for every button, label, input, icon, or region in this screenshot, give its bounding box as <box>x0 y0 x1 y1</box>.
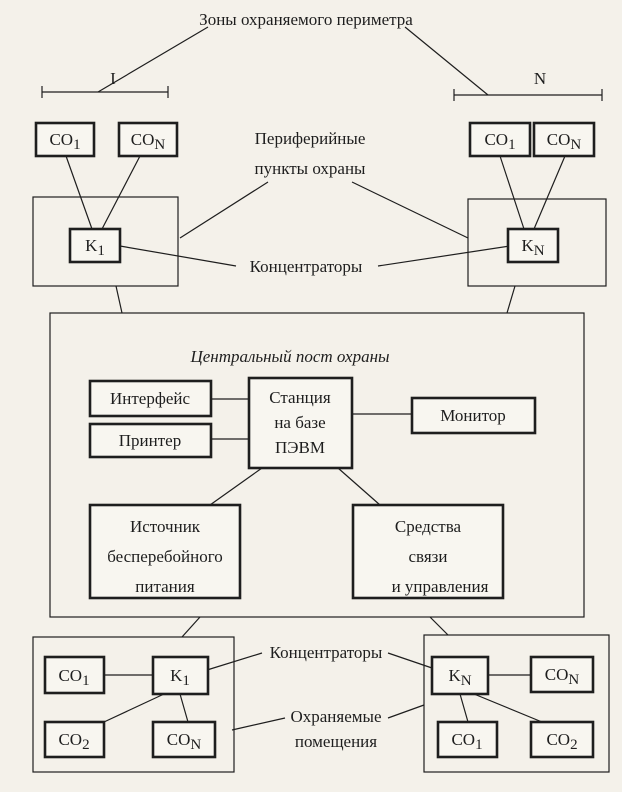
ups-label-line2: бесперебойного <box>107 547 223 566</box>
sensor-box-co2-bottom-right <box>529 720 595 759</box>
diagram-title: Зоны охраняемого периметра <box>199 10 413 29</box>
concentrators-label-bottom: Концентраторы <box>270 643 383 662</box>
protected-label-line2: помещения <box>295 732 377 751</box>
sensor-box-co1-top-left <box>34 121 96 158</box>
sensor-label-con-bottom-left: CON <box>167 730 202 753</box>
sensor-box-co2-bottom-left <box>43 720 106 759</box>
station-box <box>247 376 354 470</box>
station-label-line2: на базе <box>274 413 325 432</box>
zone-first-label: I <box>110 69 116 88</box>
central-post-title: Центральный пост охраны <box>189 347 389 366</box>
interface-label: Интерфейс <box>110 389 191 408</box>
comms-label-line2: связи <box>409 547 448 566</box>
ups-label-line3: питания <box>135 577 195 596</box>
monitor-box <box>410 396 537 435</box>
zone-ruler-last <box>453 89 603 101</box>
sensor-box-con-top-left <box>117 121 179 158</box>
station-label-line1: Станция <box>269 388 331 407</box>
zone-last-label: N <box>534 69 546 88</box>
printer-label: Принтер <box>119 431 181 450</box>
sensor-label-co1-top-right: CO1 <box>484 130 515 153</box>
concentrator-box-kn-top <box>506 227 560 264</box>
ups-box <box>88 503 242 600</box>
station-label-line3: ПЭВМ <box>275 438 325 457</box>
sensor-label-con-top-right: CON <box>547 130 582 153</box>
concentrator-label-kn-top: KN <box>521 236 544 259</box>
sensor-label-con-top-left: CON <box>131 130 166 153</box>
sensor-label-co1-bottom-right: CO1 <box>451 730 482 753</box>
protected-label-line1: Охраняемые <box>290 707 381 726</box>
concentrators-label-top: Концентраторы <box>250 257 363 276</box>
concentrator-box-k1-bottom <box>151 655 210 696</box>
sensor-box-co1-bottom-left <box>43 655 106 695</box>
printer-box <box>88 422 213 459</box>
room-box-right <box>423 634 610 773</box>
sensor-box-co1-top-right <box>468 121 532 158</box>
zone-ruler-first <box>41 86 169 98</box>
concentrator-box-k1-top <box>68 227 122 264</box>
zone-first-box <box>32 196 179 287</box>
sensor-label-co1-top-left: CO1 <box>49 130 80 153</box>
room-box-left <box>32 636 235 773</box>
sensor-box-co1-bottom-right <box>436 720 499 759</box>
peripheral-label-line2: пункты охраны <box>255 159 367 178</box>
comms-label-line3: и управления <box>392 577 489 596</box>
sensor-box-con-top-right <box>532 121 596 158</box>
sensor-box-con-bottom-right <box>529 655 595 694</box>
peripheral-label-line1: Периферийные <box>255 129 366 148</box>
connector-lines <box>65 26 566 731</box>
sensor-label-con-bottom-right: CON <box>545 665 580 688</box>
comms-label-line1: Средства <box>395 517 462 536</box>
sensor-label-co2-bottom-left: CO2 <box>58 730 89 753</box>
monitor-label: Монитор <box>440 406 506 425</box>
interface-box <box>88 379 213 418</box>
ups-label-line1: Источник <box>130 517 201 536</box>
concentrator-label-k1-bottom: K1 <box>170 666 190 689</box>
sensor-label-co2-bottom-right: CO2 <box>546 730 577 753</box>
central-post-box <box>49 312 585 618</box>
sensor-label-co1-bottom-left: CO1 <box>58 666 89 689</box>
zone-last-box <box>467 198 607 287</box>
concentrator-box-kn-bottom <box>430 655 490 696</box>
concentrator-label-k1-top: K1 <box>85 236 105 259</box>
comms-box <box>351 503 505 600</box>
concentrator-label-kn-bottom: KN <box>448 666 471 689</box>
sensor-box-con-bottom-left <box>151 720 217 759</box>
